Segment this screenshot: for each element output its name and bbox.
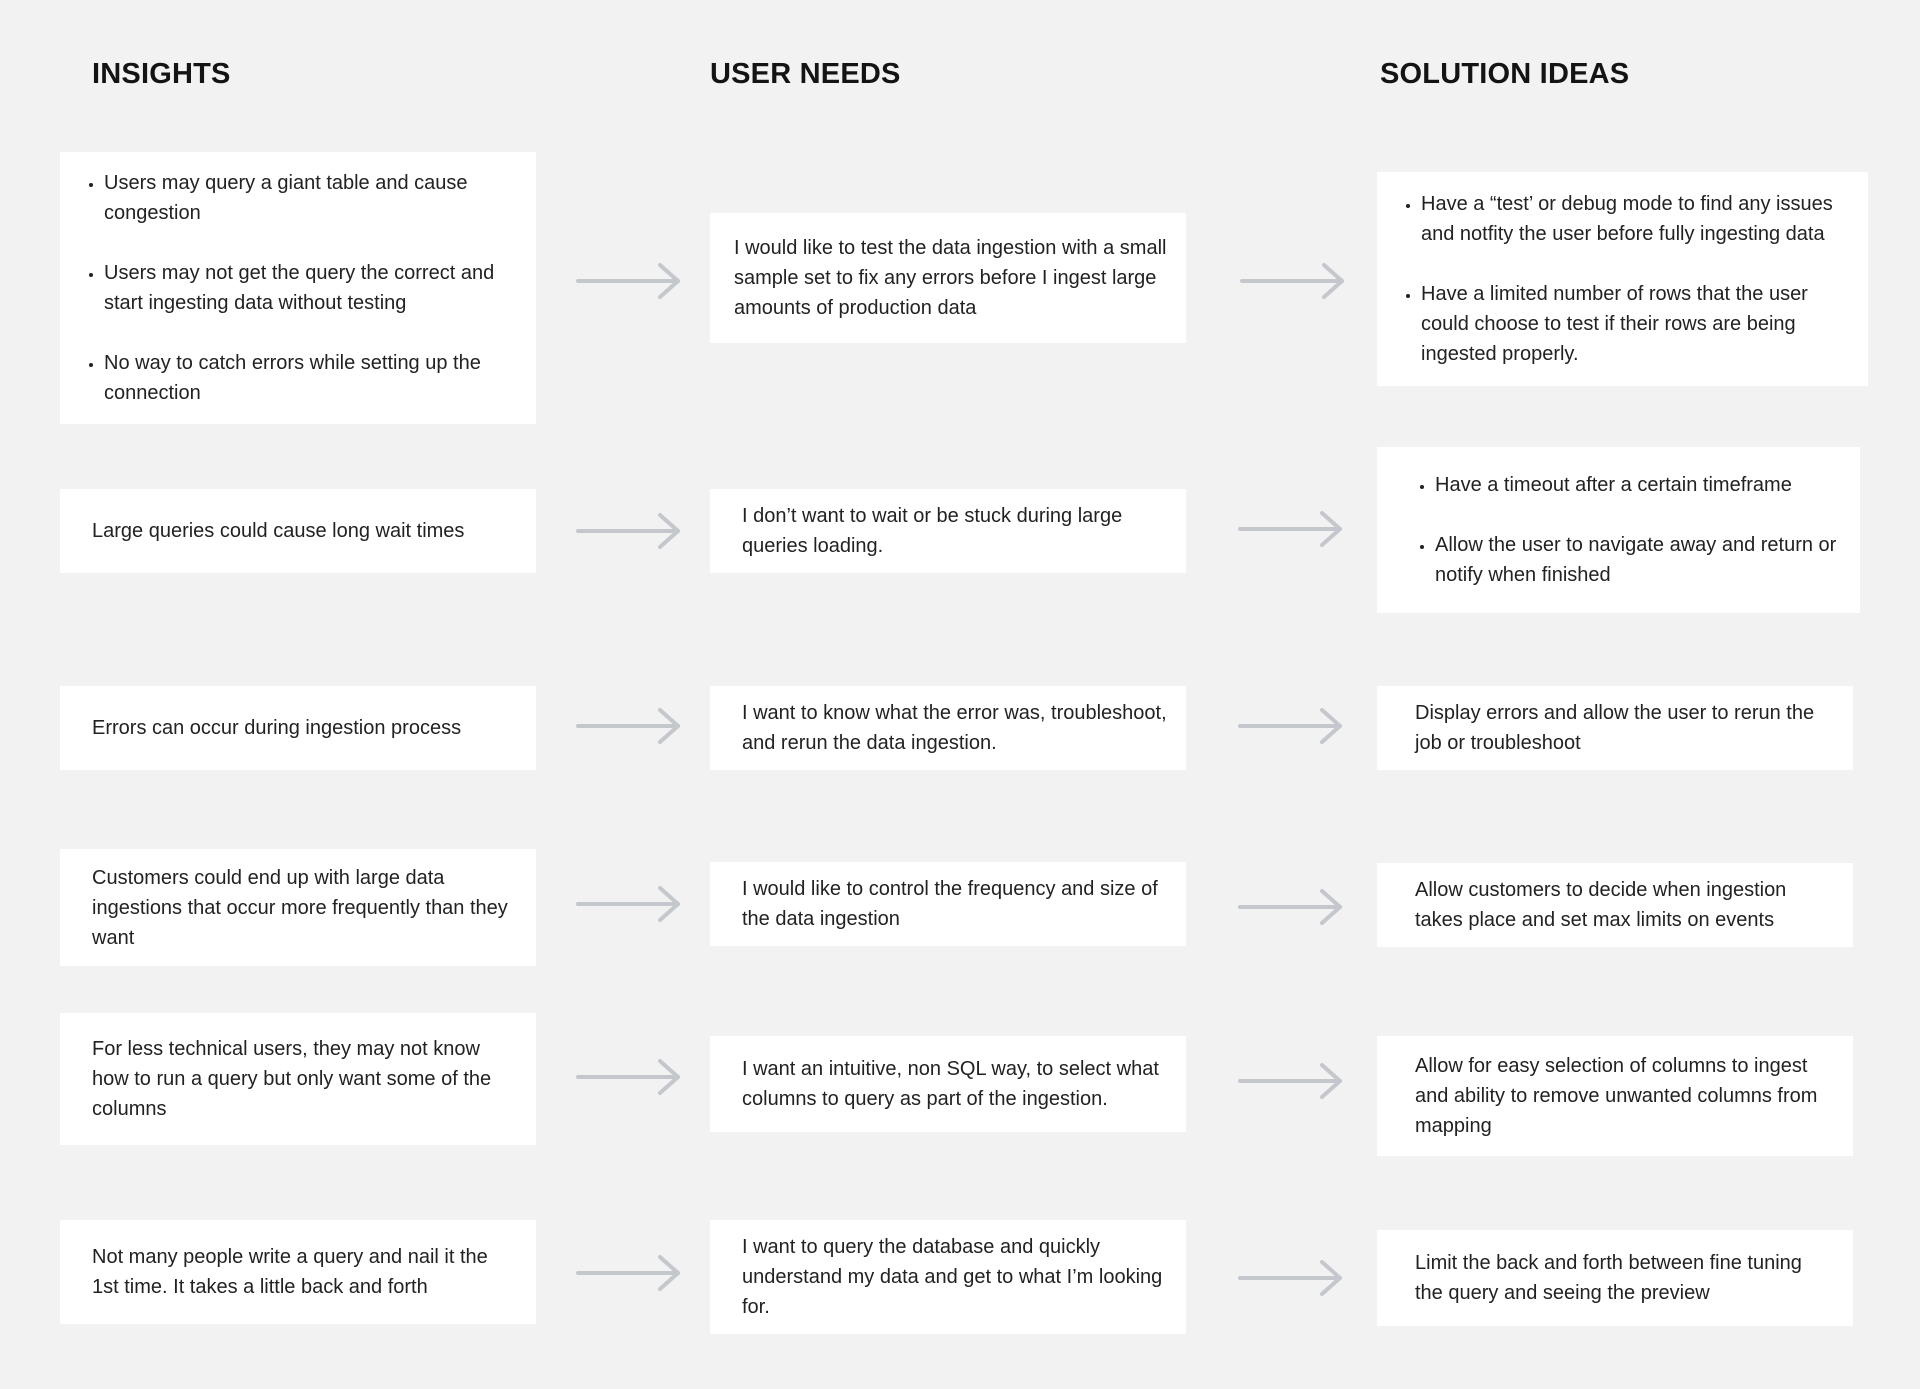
- insight-card-2: Large queries could cause long wait time…: [60, 489, 536, 573]
- idea-text: Display errors and allow the user to rer…: [1415, 702, 1815, 754]
- insight-bullet: Users may not get the query the correct …: [104, 258, 510, 318]
- idea-bullet: Have a timeout after a certain timeframe: [1435, 470, 1838, 500]
- need-text: I want to query the database and quickly…: [742, 1236, 1163, 1318]
- idea-card-4: Allow customers to decide when ingestion…: [1377, 863, 1853, 947]
- insight-text: For less technical users, they may not k…: [92, 1038, 492, 1120]
- arrow-right-icon: [576, 513, 680, 549]
- idea-bullet: Have a “test’ or debug mode to find any …: [1421, 189, 1846, 249]
- need-card-2: I don’t want to wait or be stuck during …: [710, 489, 1186, 573]
- idea-list-2: Have a timeout after a certain timeframe…: [1415, 470, 1838, 590]
- insight-text: Customers could end up with large data i…: [92, 866, 508, 949]
- user-needs-heading: USER NEEDS: [710, 58, 901, 90]
- insights-heading: INSIGHTS: [92, 58, 231, 90]
- arrow-right-icon: [1240, 263, 1344, 299]
- idea-text: Limit the back and forth between fine tu…: [1415, 1252, 1802, 1304]
- need-text: I want to know what the error was, troub…: [742, 702, 1167, 754]
- idea-card-1: Have a “test’ or debug mode to find any …: [1377, 172, 1868, 386]
- insight-text: Errors can occur during ingestion proces…: [92, 717, 462, 739]
- arrow-right-icon: [576, 708, 680, 744]
- arrow-right-icon: [1238, 511, 1342, 547]
- need-text: I would like to test the data ingestion …: [734, 237, 1167, 319]
- arrow-right-icon: [1238, 1260, 1342, 1296]
- idea-list-1: Have a “test’ or debug mode to find any …: [1401, 189, 1846, 369]
- insight-bullet: No way to catch errors while setting up …: [104, 348, 510, 408]
- insight-text: Not many people write a query and nail i…: [92, 1246, 488, 1298]
- arrow-right-icon: [576, 1059, 680, 1095]
- insight-bullet: Users may query a giant table and cause …: [104, 168, 510, 228]
- arrow-right-icon: [1238, 889, 1342, 925]
- insight-card-6: Not many people write a query and nail i…: [60, 1220, 536, 1324]
- insight-card-5: For less technical users, they may not k…: [60, 1013, 536, 1145]
- arrow-right-icon: [576, 263, 680, 299]
- idea-card-2: Have a timeout after a certain timeframe…: [1377, 447, 1860, 613]
- need-card-5: I want an intuitive, non SQL way, to sel…: [710, 1036, 1186, 1132]
- insight-card-3: Errors can occur during ingestion proces…: [60, 686, 536, 770]
- idea-card-3: Display errors and allow the user to rer…: [1377, 686, 1853, 770]
- idea-text: Allow for easy selection of columns to i…: [1415, 1055, 1818, 1137]
- need-card-1: I would like to test the data ingestion …: [710, 213, 1186, 343]
- idea-card-5: Allow for easy selection of columns to i…: [1377, 1036, 1853, 1156]
- need-card-4: I would like to control the frequency an…: [710, 862, 1186, 946]
- solution-ideas-heading: SOLUTION IDEAS: [1380, 58, 1630, 90]
- arrow-right-icon: [1238, 1063, 1342, 1099]
- insight-list-1: Users may query a giant table and cause …: [84, 168, 510, 408]
- arrow-right-icon: [576, 886, 680, 922]
- arrow-right-icon: [576, 1255, 680, 1291]
- idea-text: Allow customers to decide when ingestion…: [1415, 879, 1787, 931]
- insight-text: Large queries could cause long wait time…: [92, 520, 465, 542]
- idea-card-6: Limit the back and forth between fine tu…: [1377, 1230, 1853, 1326]
- idea-bullet: Have a limited number of rows that the u…: [1421, 279, 1846, 369]
- insight-card-1: Users may query a giant table and cause …: [60, 152, 536, 424]
- need-text: I would like to control the frequency an…: [742, 878, 1158, 930]
- arrow-right-icon: [1238, 708, 1342, 744]
- need-card-6: I want to query the database and quickly…: [710, 1220, 1186, 1334]
- insight-card-4: Customers could end up with large data i…: [60, 849, 536, 966]
- need-card-3: I want to know what the error was, troub…: [710, 686, 1186, 770]
- idea-bullet: Allow the user to navigate away and retu…: [1435, 530, 1838, 590]
- need-text: I want an intuitive, non SQL way, to sel…: [742, 1058, 1159, 1110]
- need-text: I don’t want to wait or be stuck during …: [742, 505, 1123, 557]
